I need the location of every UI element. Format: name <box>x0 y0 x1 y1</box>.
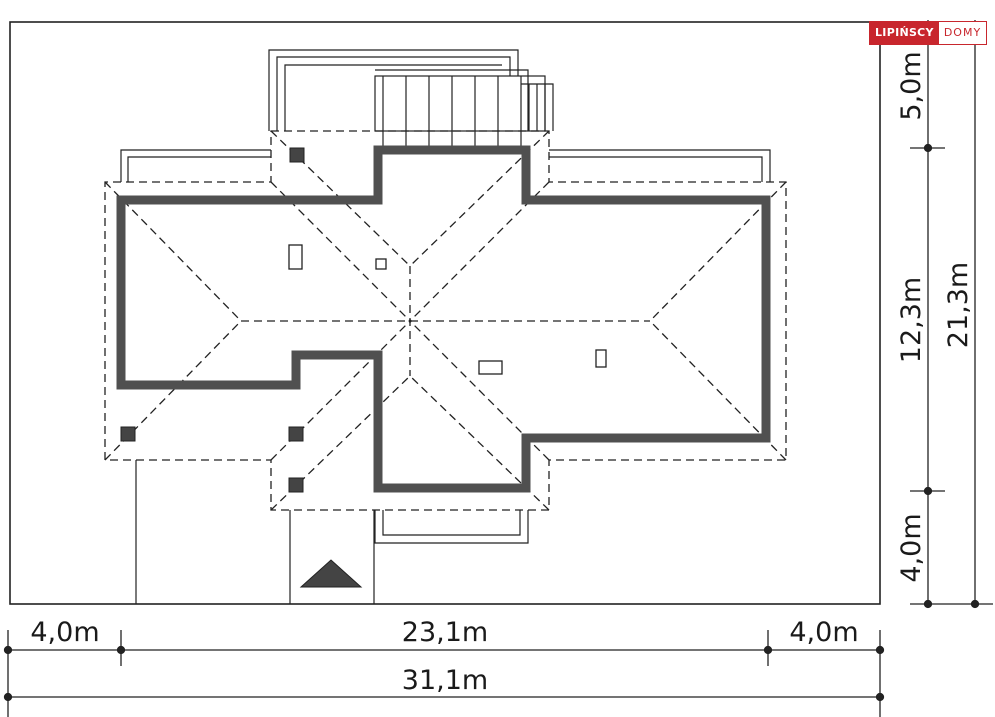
roof-eaves <box>104 130 787 511</box>
entrance-arrow-icon <box>299 559 363 588</box>
roof-hips <box>104 130 787 511</box>
roof-windows <box>288 244 607 375</box>
bottom-dimension-lines <box>3 630 885 717</box>
dim-bottom-middle: 23,1m <box>402 617 488 648</box>
dim-right-bottom: 4,0m <box>896 513 927 582</box>
brand-logo: LIPIŃSCY DOMY <box>869 21 988 45</box>
plot-boundary <box>9 21 881 605</box>
dim-bottom-left: 4,0m <box>30 617 99 648</box>
dim-right-total: 21,3m <box>943 262 974 348</box>
building-walls <box>116 145 771 493</box>
brand-name-secondary: DOMY <box>938 22 987 44</box>
dim-right-top: 5,0m <box>896 51 927 120</box>
dim-right-middle: 12,3m <box>896 277 927 363</box>
columns <box>120 147 305 493</box>
terrace-outlines <box>120 49 771 604</box>
dim-bottom-total: 31,1m <box>402 665 488 696</box>
dim-bottom-right: 4,0m <box>789 617 858 648</box>
brand-name-primary: LIPIŃSCY <box>870 22 939 44</box>
right-dimension-lines <box>910 20 993 609</box>
